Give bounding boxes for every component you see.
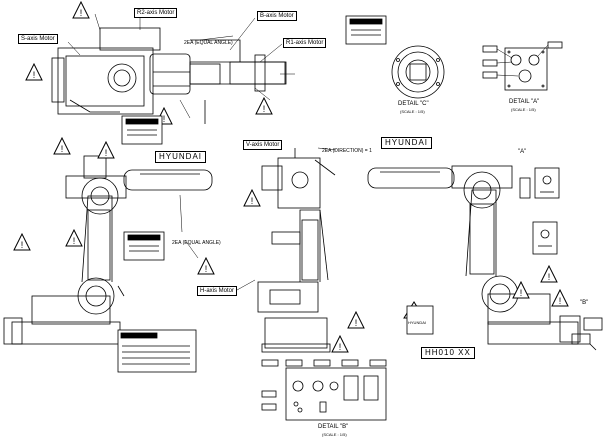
warning-triangle-icon: !: [540, 264, 558, 283]
detail-c-scale: (SCALE : 1/5): [400, 109, 425, 114]
svg-text:!: !: [520, 288, 523, 298]
warning-triangle-icon: !: [331, 334, 349, 353]
svg-text:!: !: [163, 114, 166, 124]
detail-c-title: DETAIL "C": [398, 101, 429, 107]
v-axis-motor-label: V-axis Motor: [243, 140, 283, 150]
warning-triangle-icon: !: [243, 188, 261, 207]
svg-text:!: !: [205, 264, 208, 274]
b-axis-motor-label: B-axis Motor: [257, 11, 297, 21]
r2-axis-motor-label: R2-axis Motor: [134, 8, 178, 18]
ea-direction-note: 2EA (DIRECTION) = 1: [322, 148, 372, 154]
equal-angle-note-top: 2EA (EQUAL ANGLE): [184, 40, 233, 46]
caution-plate-icon: [406, 305, 434, 335]
detail-a-callout: "A": [518, 149, 527, 155]
detail-b-callout: "B": [580, 300, 589, 306]
center-robot: [257, 147, 337, 353]
leader-lines-top: [67, 13, 295, 119]
left-side-robot: [3, 155, 213, 345]
svg-text:!: !: [61, 144, 64, 154]
warning-triangle-icon: !: [255, 96, 273, 115]
r1-axis-motor-label: R1-axis Motor: [283, 38, 327, 48]
equal-angle-note-left: 2EA (EQUAL ANGLE): [172, 240, 221, 246]
svg-text:!: !: [33, 70, 36, 80]
detail-b-drawing: [261, 359, 387, 421]
warning-triangles: ! ! ! ! ! ! ! ! ! ! ! ! ! ! ! !: [13, 0, 569, 353]
warning-triangle-icon: !: [72, 0, 90, 19]
detail-b-title: DETAIL "B": [318, 424, 349, 430]
caution-plates: [117, 15, 560, 373]
hazard-pictogram-icon: [534, 167, 560, 199]
warning-triangle-icon: !: [347, 310, 365, 329]
warning-triangle-icon: !: [512, 280, 530, 299]
caution-plate-icon: [345, 15, 387, 45]
warning-triangle-icon: !: [97, 140, 115, 159]
hyundai-brand-right: HYUNDAI: [381, 137, 433, 149]
nameplate-icon: [117, 329, 197, 373]
top-view-robot: [51, 27, 287, 124]
svg-text:!: !: [355, 318, 358, 328]
s-axis-motor-label: S-axis Motor: [18, 34, 58, 44]
warning-triangle-icon: !: [53, 136, 71, 155]
h-axis-motor-label: H-axis Motor: [197, 286, 238, 296]
detail-c-drawing: [391, 45, 445, 99]
svg-text:!: !: [105, 148, 108, 158]
detail-b-scale: (SCALE : 1/5): [322, 432, 347, 437]
detail-a-scale: (SCALE : 1/5): [511, 107, 536, 112]
svg-text:!: !: [339, 342, 342, 352]
warning-triangle-icon: !: [25, 62, 43, 81]
svg-text:!: !: [548, 272, 551, 282]
svg-text:!: !: [251, 196, 254, 206]
detail-a-drawing: [482, 41, 563, 91]
right-side-robot: [367, 165, 603, 351]
warning-triangle-icon: !: [551, 288, 569, 307]
detail-a-title: DETAIL "A": [509, 99, 540, 105]
warning-triangle-icon: !: [13, 232, 31, 251]
hyundai-brand-left: HYUNDAI: [155, 151, 207, 163]
svg-text:!: !: [73, 236, 76, 246]
svg-text:!: !: [263, 104, 266, 114]
leader-lines-left: [179, 194, 256, 291]
caution-plate-icon: [123, 231, 165, 261]
svg-text:!: !: [21, 240, 24, 250]
model-plate: HH010 XX: [421, 347, 475, 359]
svg-text:!: !: [559, 296, 562, 306]
hyundai-warning-text: HYUNDAI: [408, 320, 427, 325]
hazard-pictogram-icon: [532, 221, 558, 255]
caution-plate-icon: [121, 115, 163, 145]
warning-triangle-icon: !: [65, 228, 83, 247]
warning-triangle-icon: !: [197, 256, 215, 275]
svg-text:!: !: [80, 8, 83, 18]
